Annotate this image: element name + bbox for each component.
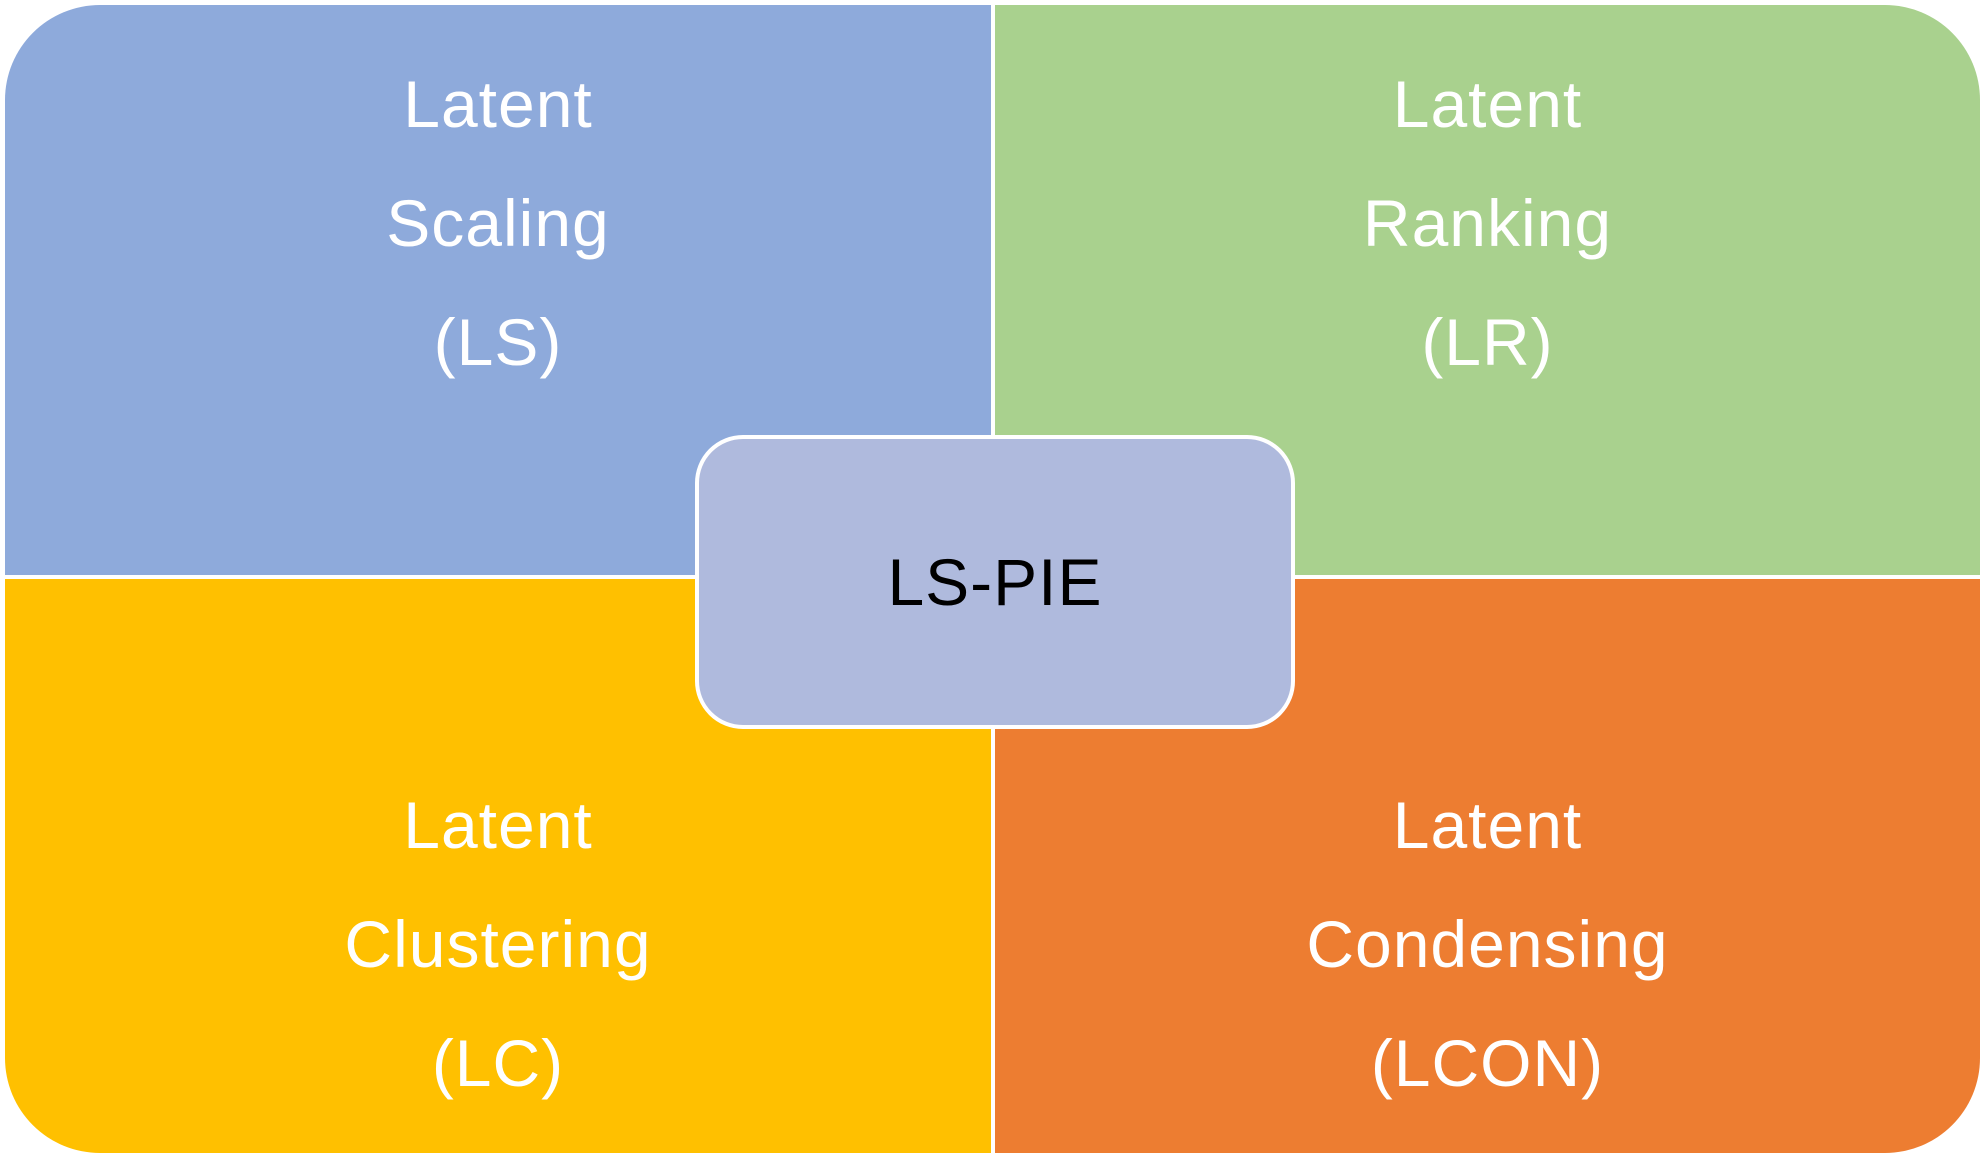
quadrant-label: Latent Scaling (LS) <box>5 45 991 402</box>
quadrant-label: Latent Clustering (LC) <box>5 766 991 1123</box>
quadrant-label-line: Clustering <box>344 907 652 981</box>
center-box-ls-pie: LS-PIE <box>695 435 1295 729</box>
quadrant-label-line: Latent <box>1392 788 1583 862</box>
quadrant-label-line: Latent <box>403 788 593 862</box>
ls-pie-diagram: Latent Scaling (LS) Latent Ranking (LR) … <box>5 5 1980 1153</box>
quadrant-label-line: (LR) <box>1421 305 1554 379</box>
quadrant-label-line: Ranking <box>1362 186 1613 260</box>
quadrant-label: Latent Ranking (LR) <box>995 45 1980 402</box>
quadrant-label: Latent Condensing (LCON) <box>995 766 1980 1123</box>
quadrant-latent-scaling: Latent Scaling (LS) <box>5 5 995 579</box>
quadrant-label-line: Scaling <box>386 186 610 260</box>
quadrant-label-line: (LCON) <box>1370 1026 1605 1100</box>
quadrant-label-line: Latent <box>403 67 593 141</box>
quadrant-label-line: (LC) <box>431 1026 565 1100</box>
quadrant-label-line: (LS) <box>433 305 563 379</box>
center-label: LS-PIE <box>887 545 1103 619</box>
quadrant-label-line: Latent <box>1392 67 1583 141</box>
quadrant-label-line: Condensing <box>1306 907 1669 981</box>
